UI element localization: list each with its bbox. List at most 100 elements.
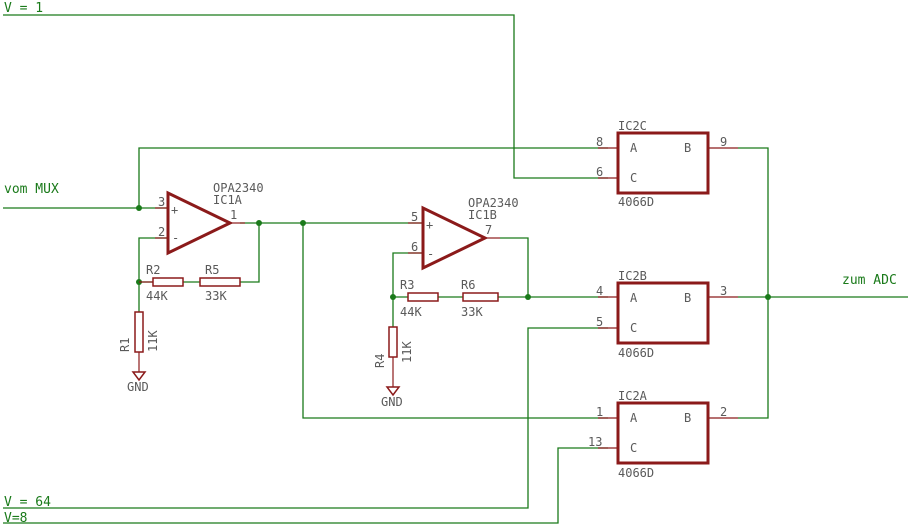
ground-label: GND bbox=[381, 395, 403, 409]
pin-label: C bbox=[630, 321, 637, 335]
wires bbox=[3, 14, 908, 524]
pin-number: 2 bbox=[720, 405, 727, 419]
pin-number: 4 bbox=[596, 284, 603, 298]
resistor-r6: R6 33K bbox=[461, 278, 499, 319]
pin-number: 5 bbox=[596, 315, 603, 329]
pin-label: B bbox=[684, 141, 691, 155]
wire-ic1a-to-ic2a bbox=[302, 223, 608, 419]
pin-number: 8 bbox=[596, 135, 603, 149]
wire-v64 bbox=[3, 327, 608, 509]
resistor-body bbox=[199, 277, 241, 287]
part-name: IC2B bbox=[618, 269, 647, 283]
pin-number: 13 bbox=[588, 435, 602, 449]
wire-v1 bbox=[3, 14, 608, 179]
ground-triangle bbox=[385, 386, 401, 397]
net-label-v64: V = 64 bbox=[4, 495, 51, 510]
pin-number: 6 bbox=[411, 240, 418, 254]
part-value: 33K bbox=[205, 289, 227, 303]
part-value: OPA2340 bbox=[468, 196, 519, 210]
junction-dot bbox=[300, 220, 306, 226]
opamp-triangle bbox=[421, 205, 489, 271]
part-value: 44K bbox=[146, 289, 168, 303]
pin-number: 5 bbox=[411, 210, 418, 224]
part-value: 4066D bbox=[618, 195, 654, 209]
pin-number: 6 bbox=[596, 165, 603, 179]
part-name: IC1A bbox=[213, 193, 243, 207]
ground-symbol: GND bbox=[381, 386, 403, 409]
junction-dot bbox=[525, 294, 531, 300]
pin-number: 9 bbox=[720, 135, 727, 149]
pin-label: B bbox=[684, 411, 691, 425]
junction-dot bbox=[390, 294, 396, 300]
switch-ic2c: A B C 8 6 9 IC2C 4066D bbox=[596, 119, 738, 209]
part-name: R1 bbox=[118, 338, 132, 352]
junctions bbox=[136, 205, 771, 300]
part-name: R5 bbox=[205, 263, 219, 277]
plus-sign: + bbox=[171, 203, 178, 217]
resistor-body bbox=[388, 326, 398, 358]
opamp-triangle bbox=[166, 190, 234, 256]
part-value: 4066D bbox=[618, 346, 654, 360]
pin-label: C bbox=[630, 171, 637, 185]
part-name: IC1B bbox=[468, 208, 497, 222]
wire-input-to-ic2c bbox=[138, 147, 608, 208]
resistor-body bbox=[152, 277, 184, 287]
resistor-r4: R4 11K bbox=[373, 326, 414, 387]
net-label-output: zum ADC bbox=[842, 273, 897, 288]
switch-ic2b: A B C 4 5 3 IC2B 4066D bbox=[596, 269, 738, 360]
part-name: R4 bbox=[373, 354, 387, 368]
part-value: 11K bbox=[400, 341, 414, 363]
ground-symbol: GND bbox=[127, 371, 149, 394]
pin-label: A bbox=[630, 411, 638, 425]
pin-label: B bbox=[684, 291, 691, 305]
net-label-v1: V = 1 bbox=[4, 1, 43, 16]
pin-number: 7 bbox=[485, 223, 492, 237]
opamp-ic1a: + - 3 2 1 OPA2340 IC1A bbox=[155, 181, 264, 256]
resistor-body bbox=[462, 292, 499, 302]
resistor-r5: R5 33K bbox=[199, 263, 241, 303]
part-name: R3 bbox=[400, 278, 414, 292]
resistor-r3: R3 44K bbox=[400, 278, 439, 319]
opamp-ic1b: + - 5 6 7 OPA2340 IC1B bbox=[408, 196, 519, 271]
wire-ic2c-b bbox=[738, 147, 769, 419]
switch-body bbox=[616, 401, 710, 465]
part-name: R2 bbox=[146, 263, 160, 277]
pin-number: 3 bbox=[720, 284, 727, 298]
part-name: IC2C bbox=[618, 119, 647, 133]
part-value: 44K bbox=[400, 305, 422, 319]
resistor-r1: R1 11K bbox=[118, 311, 160, 372]
resistor-body bbox=[407, 292, 439, 302]
pin-number: 1 bbox=[230, 208, 237, 222]
part-value: 4066D bbox=[618, 466, 654, 480]
wire-v8 bbox=[3, 447, 608, 524]
junction-dot bbox=[765, 294, 771, 300]
pin-label: C bbox=[630, 441, 637, 455]
junction-dot bbox=[136, 205, 142, 211]
net-label-input: vom MUX bbox=[4, 182, 59, 197]
part-value: OPA2340 bbox=[213, 181, 264, 195]
pin-number: 3 bbox=[158, 195, 165, 209]
net-label-v8: V=8 bbox=[4, 511, 27, 526]
ground-triangle bbox=[131, 371, 147, 382]
wire-ic1b-out bbox=[500, 237, 529, 297]
ground-label: GND bbox=[127, 380, 149, 394]
part-value: 33K bbox=[461, 305, 483, 319]
minus-sign: - bbox=[172, 231, 179, 245]
minus-sign: - bbox=[427, 247, 434, 261]
plus-sign: + bbox=[426, 218, 433, 232]
junction-dot bbox=[256, 220, 262, 226]
pin-label: A bbox=[630, 291, 638, 305]
switch-ic2a: A B C 1 13 2 IC2A 4066D bbox=[588, 389, 738, 480]
pin-label: A bbox=[630, 141, 638, 155]
pin-number: 1 bbox=[596, 405, 603, 419]
resistor-r2: R2 44K bbox=[139, 263, 184, 303]
resistor-body bbox=[134, 311, 144, 353]
switch-body bbox=[616, 281, 710, 345]
wire-r5-out bbox=[240, 223, 260, 283]
pin-number: 2 bbox=[158, 225, 165, 239]
part-value: 11K bbox=[146, 330, 160, 352]
part-name: R6 bbox=[461, 278, 475, 292]
part-name: IC2A bbox=[618, 389, 648, 403]
switch-body bbox=[616, 131, 710, 195]
